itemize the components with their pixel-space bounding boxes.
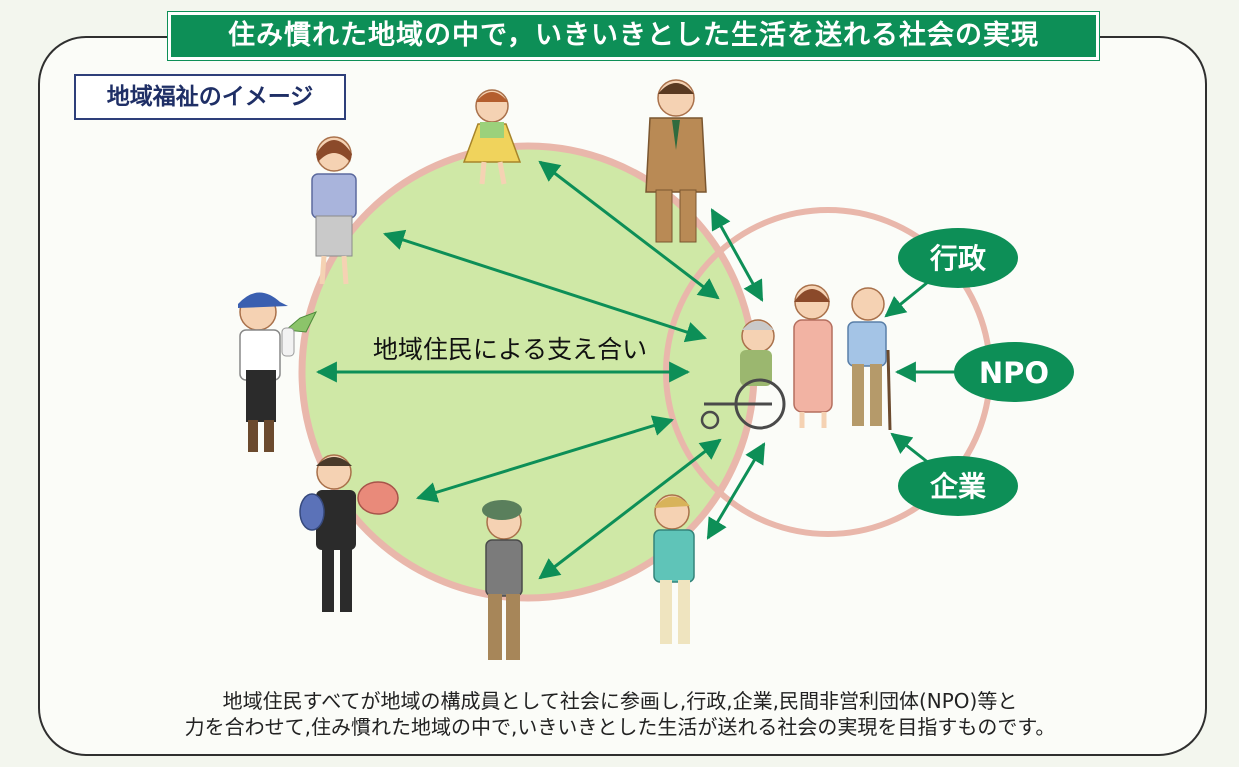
- org-kigyo-label: 企業: [930, 470, 986, 503]
- org-gyosei: 行政: [898, 228, 1018, 288]
- footer-line-2: 力を合わせて,住み慣れた地域の中で,いきいきとした生活が送れる社会の実現を目指す…: [184, 715, 1056, 739]
- arrow-businessman: [710, 208, 764, 302]
- elderly-man-cane-icon: [847, 287, 892, 431]
- elderly-man-hat-figure-icon: [482, 500, 523, 660]
- caregiver-woman-icon: [793, 284, 833, 428]
- org-kigyo: 企業: [898, 456, 1018, 516]
- arrow-boy: [706, 442, 766, 540]
- boy-figure-icon: [653, 494, 695, 644]
- diagram-label: 地域福祉のイメージ: [74, 74, 346, 120]
- arrow-kigyo: [890, 432, 931, 466]
- arrows: [315, 160, 958, 580]
- woman-figure-icon: [311, 136, 357, 285]
- footer-line-1: 地域住民すべてが地域の構成員として社会に参画し,行政,企業,民間非営利団体(NP…: [222, 689, 1018, 713]
- arrow-gyosei: [884, 280, 929, 318]
- org-npo: NPO: [954, 342, 1074, 402]
- banner-title: 住み慣れた地域の中で，いきいきとした生活を送れる社会の実現: [168, 12, 1099, 60]
- org-gyosei-label: 行政: [929, 242, 986, 275]
- fishmonger-figure-icon: [299, 454, 399, 612]
- arrow-woman: [383, 229, 707, 343]
- girl-figure-icon: [462, 89, 522, 185]
- center-label: 地域住民による支え合い: [373, 335, 647, 364]
- businessman-figure-icon: [645, 79, 707, 243]
- farmer-figure-icon: [238, 292, 318, 452]
- wheelchair-elder-icon: [700, 319, 786, 430]
- footer-text: 地域住民すべてが地域の構成員として社会に参画し,行政,企業,民間非営利団体(NP…: [60, 688, 1180, 740]
- arrow-elder-hat: [538, 438, 722, 580]
- org-npo-label: NPO: [979, 356, 1049, 390]
